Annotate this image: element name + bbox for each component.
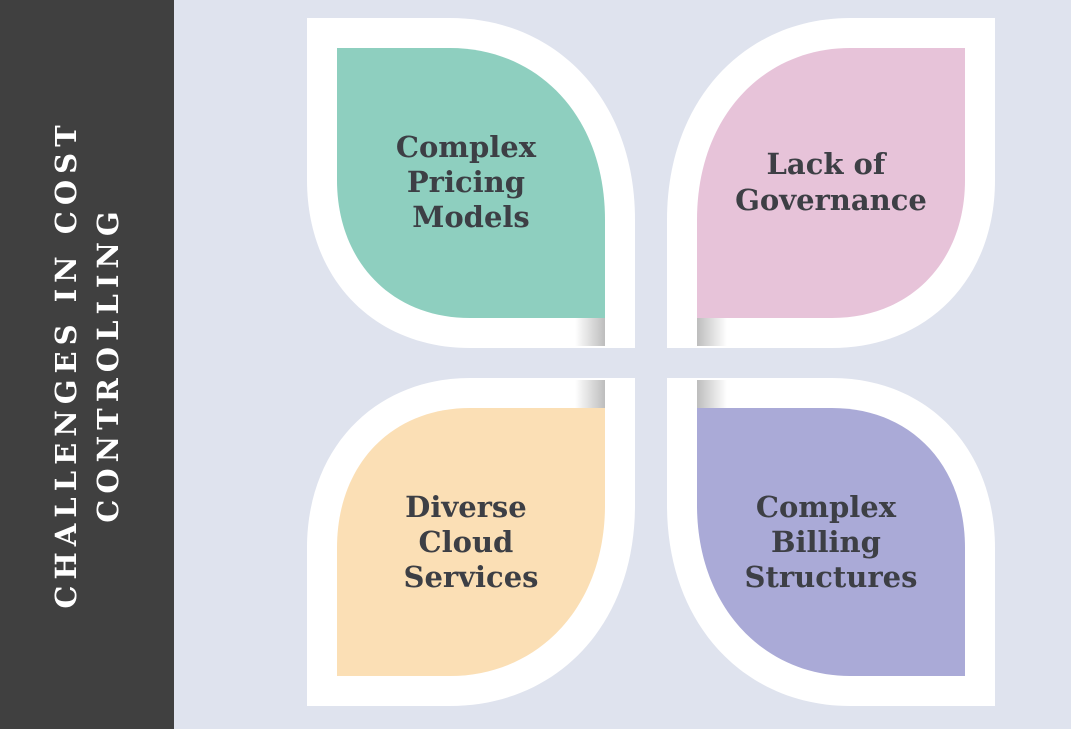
petal-bottom-right	[697, 408, 965, 676]
petal-label-line: Structures	[745, 560, 918, 594]
petal-label-line: Lack of	[767, 147, 888, 181]
petal-label-line: Cloud	[419, 525, 514, 559]
petal-top-right	[697, 48, 965, 318]
connector-shadow-right-upper	[697, 318, 727, 346]
petal-top-left	[337, 48, 605, 318]
connector-shadow-left-upper	[575, 318, 605, 346]
petal-label-top-right: Lack of Governance	[735, 147, 927, 217]
petal-label-line: Models	[412, 200, 530, 234]
petal-label-line: Billing	[771, 525, 881, 559]
petal-label-bottom-left: Diverse Cloud Services	[404, 490, 539, 594]
petal-label-line: Governance	[735, 183, 927, 217]
connector-shadow-right-lower	[697, 380, 727, 408]
petal-label-line: Complex	[396, 130, 537, 164]
petal-label-line: Diverse	[405, 490, 527, 524]
petal-label-line: Complex	[756, 490, 897, 524]
sidebar: CHALLENGES IN COST CONTROLLING	[0, 0, 174, 729]
petal-label-line: Services	[404, 560, 539, 594]
petal-label-bottom-right: Complex Billing Structures	[745, 490, 918, 594]
petal-bottom-left	[337, 408, 605, 676]
petal-label-line: Pricing	[407, 165, 525, 199]
petal-label-top-left: Complex Pricing Models	[396, 130, 546, 234]
connector-shadow-left-lower	[575, 380, 605, 408]
